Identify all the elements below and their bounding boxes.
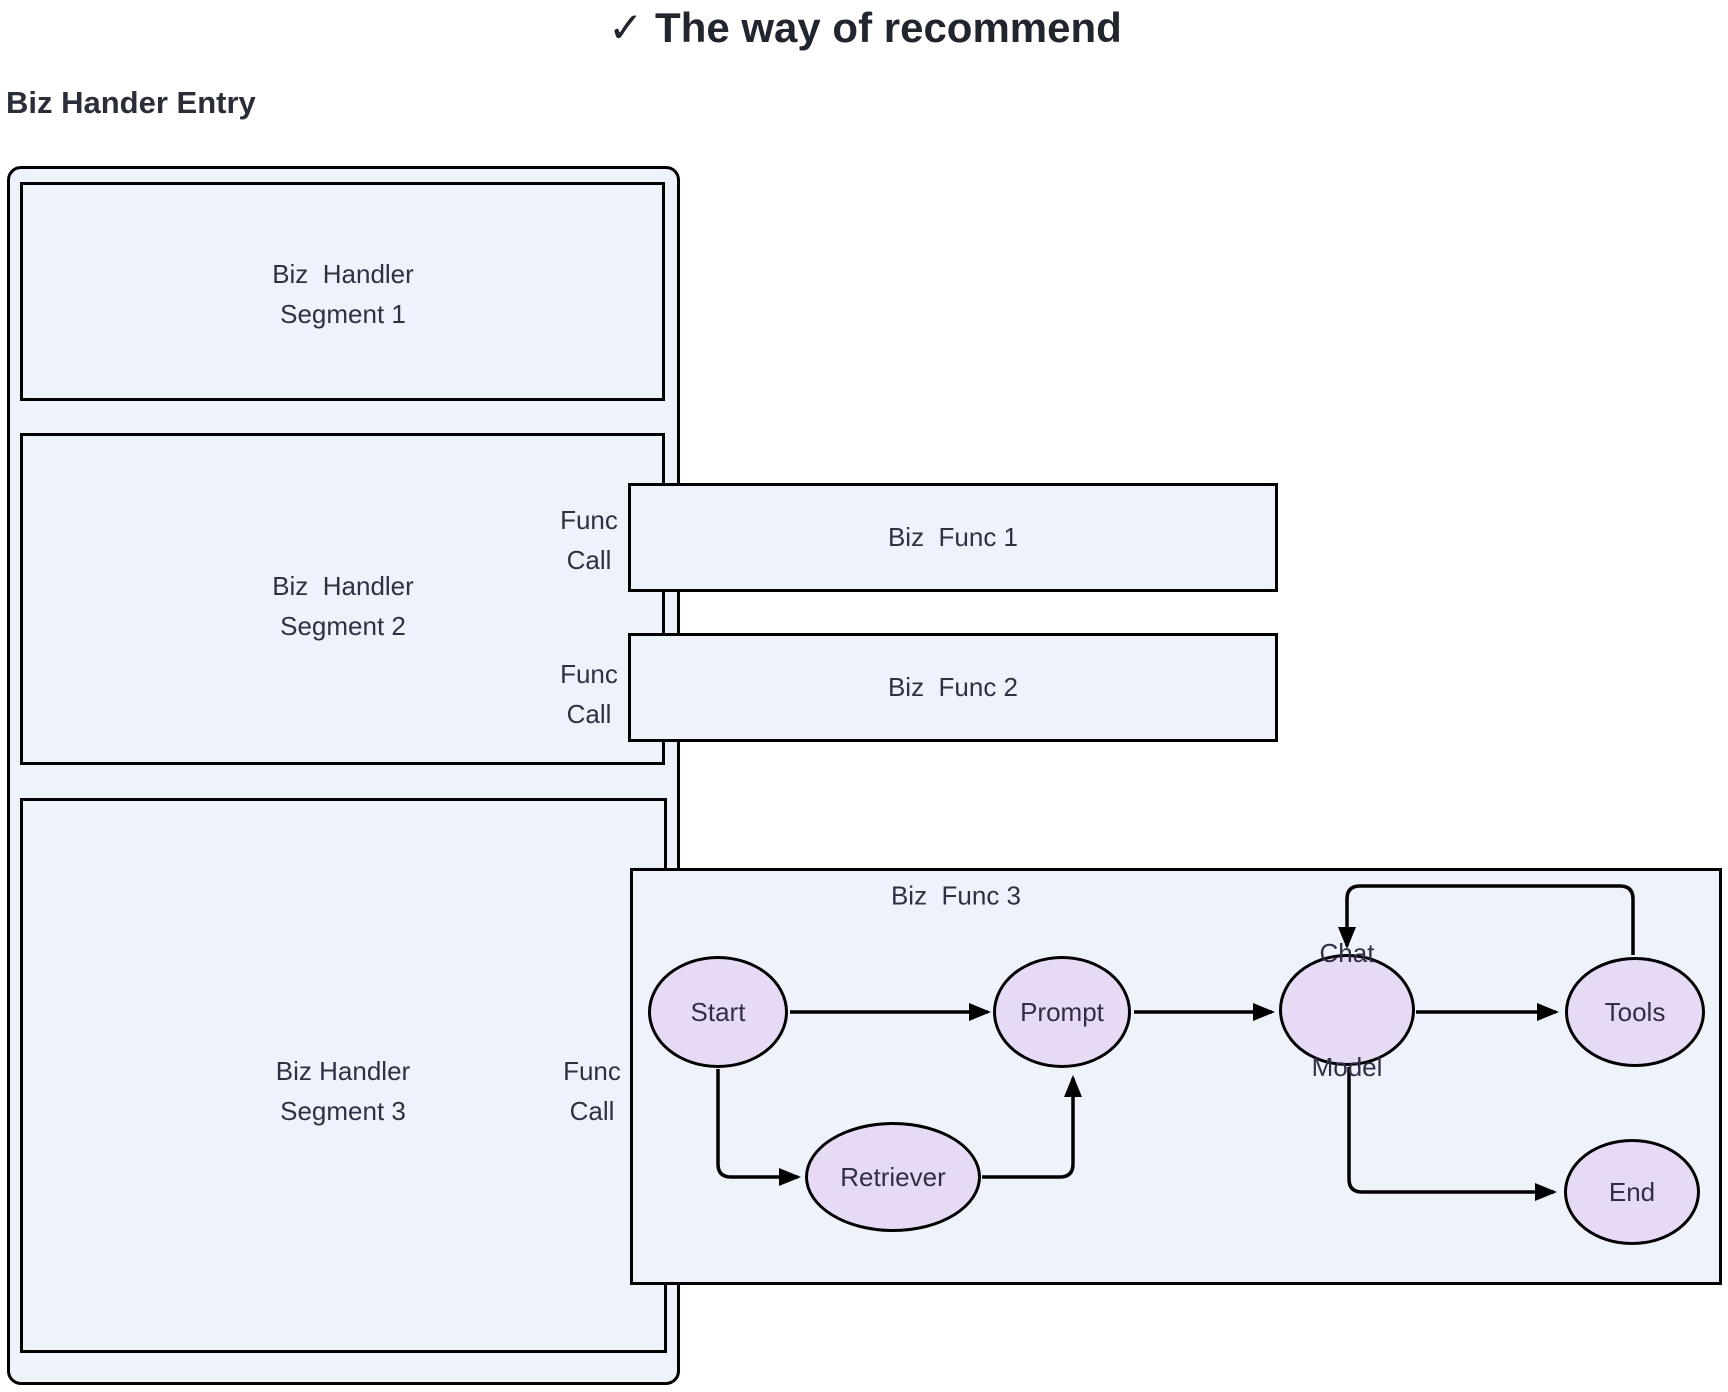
biz-func-1-label: Biz Func 1: [887, 522, 1019, 552]
func-call-1-line2: Call: [566, 545, 612, 575]
biz-handler-entry-label: Biz Hander Entry: [6, 85, 256, 120]
flow-node-prompt: Prompt: [993, 956, 1131, 1068]
biz-handler-segment-1-box: [20, 182, 665, 401]
func-call-label-2: Func Call: [560, 654, 618, 734]
flow-node-start-label: Start: [690, 997, 746, 1027]
segment-2-label-line2: Segment 2: [280, 611, 406, 641]
flow-node-end-label: End: [1608, 1177, 1656, 1207]
flow-node-retriever: Retriever: [805, 1122, 981, 1232]
flow-node-end: End: [1564, 1139, 1700, 1245]
chat-model-label-line2: Model: [1311, 1052, 1383, 1082]
func-call-3-line1: Func: [563, 1056, 621, 1086]
segment-2-label-line1: Biz Handler: [272, 571, 414, 601]
flow-node-retriever-label: Retriever: [840, 1162, 946, 1192]
flow-node-chat-model-label: Chat Model: [1312, 858, 1383, 1162]
page-title: ✓ The way of recommend: [608, 4, 1122, 51]
func-call-1-line1: Func: [560, 505, 618, 535]
segment-3-label-line1: Biz Handler: [275, 1056, 411, 1086]
func-call-label-3: Func Call: [563, 1051, 621, 1131]
func-call-2-line1: Func: [560, 659, 618, 689]
flow-node-tools: Tools: [1565, 957, 1705, 1067]
biz-handler-segment-2-box: [20, 433, 665, 765]
segment-2-label: Biz Handler Segment 2: [272, 566, 414, 646]
flow-node-chat-model: Chat Model: [1279, 938, 1415, 1082]
flow-node-start: Start: [648, 956, 788, 1068]
biz-func-3-label: Biz Func 3: [890, 880, 1022, 911]
flow-node-tools-label: Tools: [1604, 997, 1666, 1027]
segment-3-label: Biz Handler Segment 3: [276, 1051, 410, 1131]
flow-node-prompt-label: Prompt: [1020, 997, 1104, 1027]
segment-3-label-line2: Segment 3: [280, 1096, 406, 1126]
biz-func-2-box: Biz Func 2: [628, 633, 1278, 742]
biz-func-1-box: Biz Func 1: [628, 483, 1278, 592]
func-call-3-line2: Call: [569, 1096, 615, 1126]
biz-func-3-box: Biz Func 3: [630, 868, 1722, 1285]
biz-handler-segment-3-box: [20, 798, 667, 1353]
segment-1-label-line2: Segment 1: [280, 299, 406, 329]
func-call-label-1: Func Call: [560, 500, 618, 580]
segment-1-label: Biz Handler Segment 1: [272, 254, 414, 334]
biz-func-2-label: Biz Func 2: [887, 672, 1019, 702]
func-call-2-line2: Call: [566, 699, 612, 729]
chat-model-label-line1: Chat: [1319, 938, 1375, 968]
segment-1-label-line1: Biz Handler: [272, 259, 414, 289]
